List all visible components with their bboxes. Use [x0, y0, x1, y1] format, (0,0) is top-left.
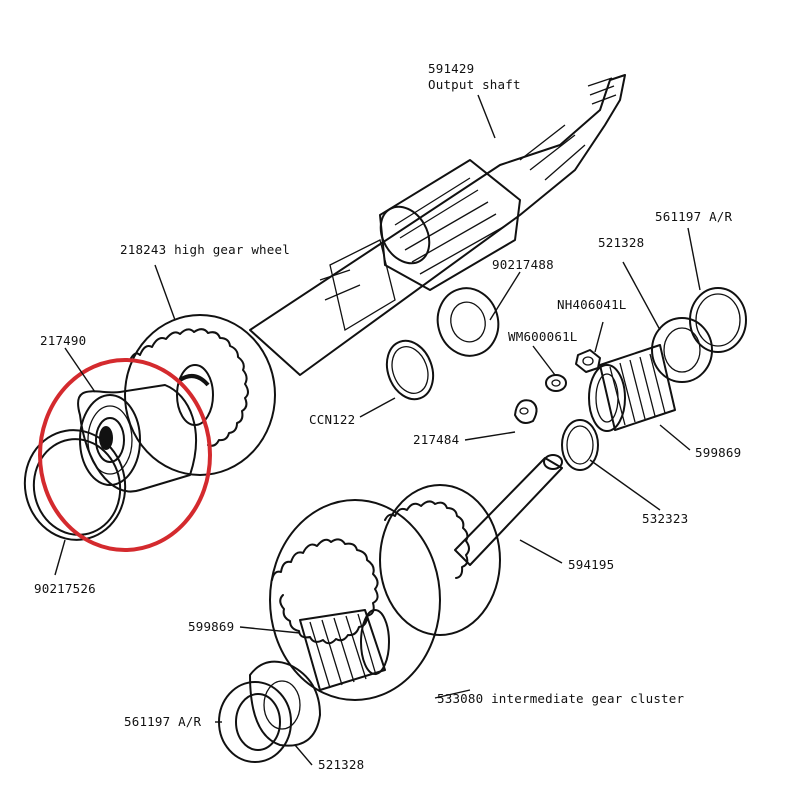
ring-532323	[561, 419, 599, 471]
shaft-594195	[454, 457, 563, 566]
label-532323: 532323	[642, 511, 689, 526]
washer-wm600061l	[545, 374, 567, 392]
label-wm600061l: WM600061L	[508, 329, 578, 344]
output-shaft	[249, 74, 626, 376]
label-561197-ar-low: 561197 A/R	[124, 714, 202, 729]
highlight-circle	[38, 358, 212, 552]
washer-521328-top	[651, 317, 713, 383]
washer-90217488	[436, 287, 500, 357]
label-90217488: 90217488	[492, 257, 554, 272]
label-217484: 217484	[413, 432, 460, 447]
ring-ccn122	[385, 339, 435, 401]
label-521328-low: 521328	[318, 757, 365, 772]
label-561197-ar-top: 561197 A/R	[655, 209, 733, 224]
label-521328-top: 521328	[598, 235, 645, 250]
gear-cluster-533080	[269, 484, 501, 701]
needle-bearing-599869	[588, 344, 676, 432]
label-217490: 217490	[40, 333, 87, 348]
label-nh406041l: NH406041L	[557, 297, 627, 312]
label-591429: 591429	[428, 61, 475, 76]
shim-561197-top	[689, 287, 747, 353]
label-ccn122: CCN122	[309, 412, 356, 427]
tab-washer-217484	[514, 399, 538, 424]
label-599869: 599869	[695, 445, 742, 460]
nut-nh406041l	[575, 349, 601, 373]
label-594195: 594195	[568, 557, 615, 572]
label-533080-intermediate-gear-cluster: 533080 intermediate gear cluster	[437, 691, 685, 706]
label-599869-low: 599869	[188, 619, 235, 634]
needle-bearing-599869-low	[299, 609, 390, 691]
label-90217526: 90217526	[34, 581, 96, 596]
label-output-shaft: Output shaft	[428, 77, 521, 92]
label-218243-high-gear-wheel: 218243 high gear wheel	[120, 242, 290, 257]
high-gear-wheel	[124, 314, 276, 476]
leader-lines	[54, 94, 701, 766]
washer-521328-low	[249, 660, 321, 747]
